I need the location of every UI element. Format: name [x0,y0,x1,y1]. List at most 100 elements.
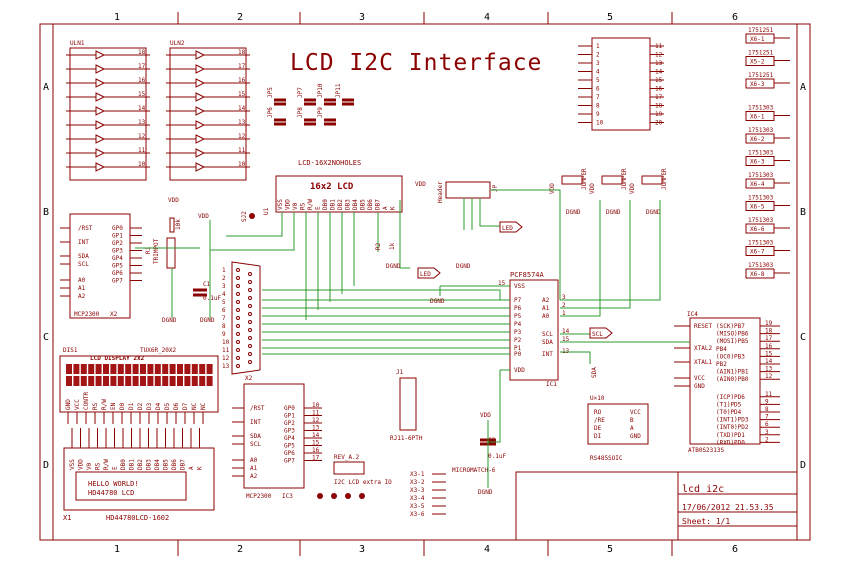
tb-name: lcd_i2c [682,484,724,495]
micromatch: MICROMATCH-6 X3-1X3-2X3-3X3-4X3-5X3-6 [410,467,496,518]
rs485-pin: DI [594,433,602,440]
pcf-pin: SCL [542,331,553,338]
uln-pin: 18 [138,49,146,56]
svg-text:13: 13 [765,366,773,373]
svg-text:9: 9 [222,331,226,338]
svg-text:DGND: DGND [162,317,177,324]
svg-text:8: 8 [765,406,769,413]
x1-pin: DB3 [146,459,153,470]
dis1-part: TUX6R_20X2 [140,347,177,354]
terminal-part: 1751303 [748,240,774,247]
atmega-pin: VCC [694,375,705,382]
x1-pin: VSS [69,459,76,470]
svg-text:10: 10 [312,402,320,409]
grid-col-label: 3 [359,12,365,23]
mcp-bottom-part: MCP2300 [246,493,272,500]
rj-part: RJ11-6PTH [390,435,423,442]
atmega-pin: XTAL1 [694,359,712,366]
conn-pin: 1 [596,43,600,50]
uln-pin: 17 [138,63,146,70]
mcp-pin: A0 [78,277,86,284]
terminal-part: 1751303 [748,217,774,224]
lcd16-pin: DB1 [330,199,337,210]
svg-text:3: 3 [222,283,226,290]
svg-text:3: 3 [562,294,566,301]
svg-text:16: 16 [312,447,320,454]
atmega-pin: PB2 [716,361,727,368]
grid-col-label: 4 [484,544,490,555]
dis1-ref: DIS1 [63,347,78,354]
mcp-bottom-pin: GP5 [284,443,295,450]
rs485-pin: GND [630,433,641,440]
uln-pin: 12 [138,133,146,140]
jp-ref: JP10 [317,83,324,98]
svg-text:LED: LED [502,225,513,232]
terminal-ref: X6-7 [750,249,765,256]
capacitor-c2: C2 0.1uF [480,437,506,460]
atmega-part: ATB0S2313S [688,447,725,454]
rev-label: REV_A.2 [334,454,360,461]
x1-pin: DB4 [154,459,161,470]
mcp-pin: GP3 [112,248,123,255]
terminal-ref: X6-3 [750,81,765,88]
dis1-pin: D1 [128,402,135,410]
jp-ref: JP6 [267,107,274,118]
svg-text:7: 7 [765,414,769,421]
atmega-pin: (T0)PD4 [716,409,742,416]
sj2-label: SJ2 [241,211,248,222]
x1-pin: VDD [78,459,85,470]
c2-value: 0.1uF [488,453,506,460]
i2c-label: I2C LCD extra IO [334,479,392,486]
svg-text:JP: JP [492,184,499,192]
grid-col-label: 1 [114,12,120,23]
rs485-pin: /RE [594,417,605,424]
jumper-label: JUMPER [581,168,588,190]
mcp-bottom-ref: IC3 [282,493,293,500]
mcp-bottom-pin: GP4 [284,435,295,442]
svg-text:4: 4 [222,291,226,298]
jumper-label: JUMPER [661,168,668,190]
terminal-ref: X6-5 [750,204,765,211]
lcd16-pin: V0 [292,202,299,210]
atmega-pin: (MOSI)PB5 [716,338,749,345]
dis1-pin: D3 [146,402,153,410]
lcd16-pin: DB3 [345,199,352,210]
svg-text:15: 15 [562,336,570,343]
lcd16-pin: E [315,206,322,210]
conn-pin: 14 [655,69,663,76]
x1-hello1: HELLO WORLD! [88,480,139,488]
svg-text:14: 14 [765,358,773,365]
micromatch-pin: X3-1 [410,471,425,478]
lcd16-pin: RS [300,202,307,210]
uln-pin: 10 [138,161,146,168]
mcp-bottom-pin: GP0 [284,405,295,412]
conn-pin: 11 [655,43,663,50]
grid-col-label: 2 [237,12,243,23]
svg-text:2: 2 [222,275,226,282]
svg-text:18: 18 [765,328,773,335]
pcf-pin: P3 [514,329,522,336]
jp-ref: JP8 [297,107,304,118]
conn-pin: 18 [655,103,663,110]
micromatch-pin: X3-2 [410,479,425,486]
pcf-ref: IC1 [546,381,557,388]
rev-block: REV_A.2 I2C LCD extra IO [317,454,392,499]
svg-text:VDD: VDD [480,412,491,419]
svg-text:R2: R2 [375,242,382,250]
uln-pin: 17 [238,63,246,70]
db25-ref: X2 [245,375,253,382]
lcd16-pin: DB0 [322,199,329,210]
svg-text:11: 11 [312,410,320,417]
mcp-pin: /RST [78,225,93,232]
micromatch-pin: X3-6 [410,511,425,518]
uln-pin: 13 [238,119,246,126]
svg-text:DGND: DGND [386,263,401,270]
pcf-pin: P6 [514,305,522,312]
pcf-pin: SDA [542,339,553,346]
lcd16-pin: DB6 [367,199,374,210]
jumper-label: JUMPER [621,168,628,190]
